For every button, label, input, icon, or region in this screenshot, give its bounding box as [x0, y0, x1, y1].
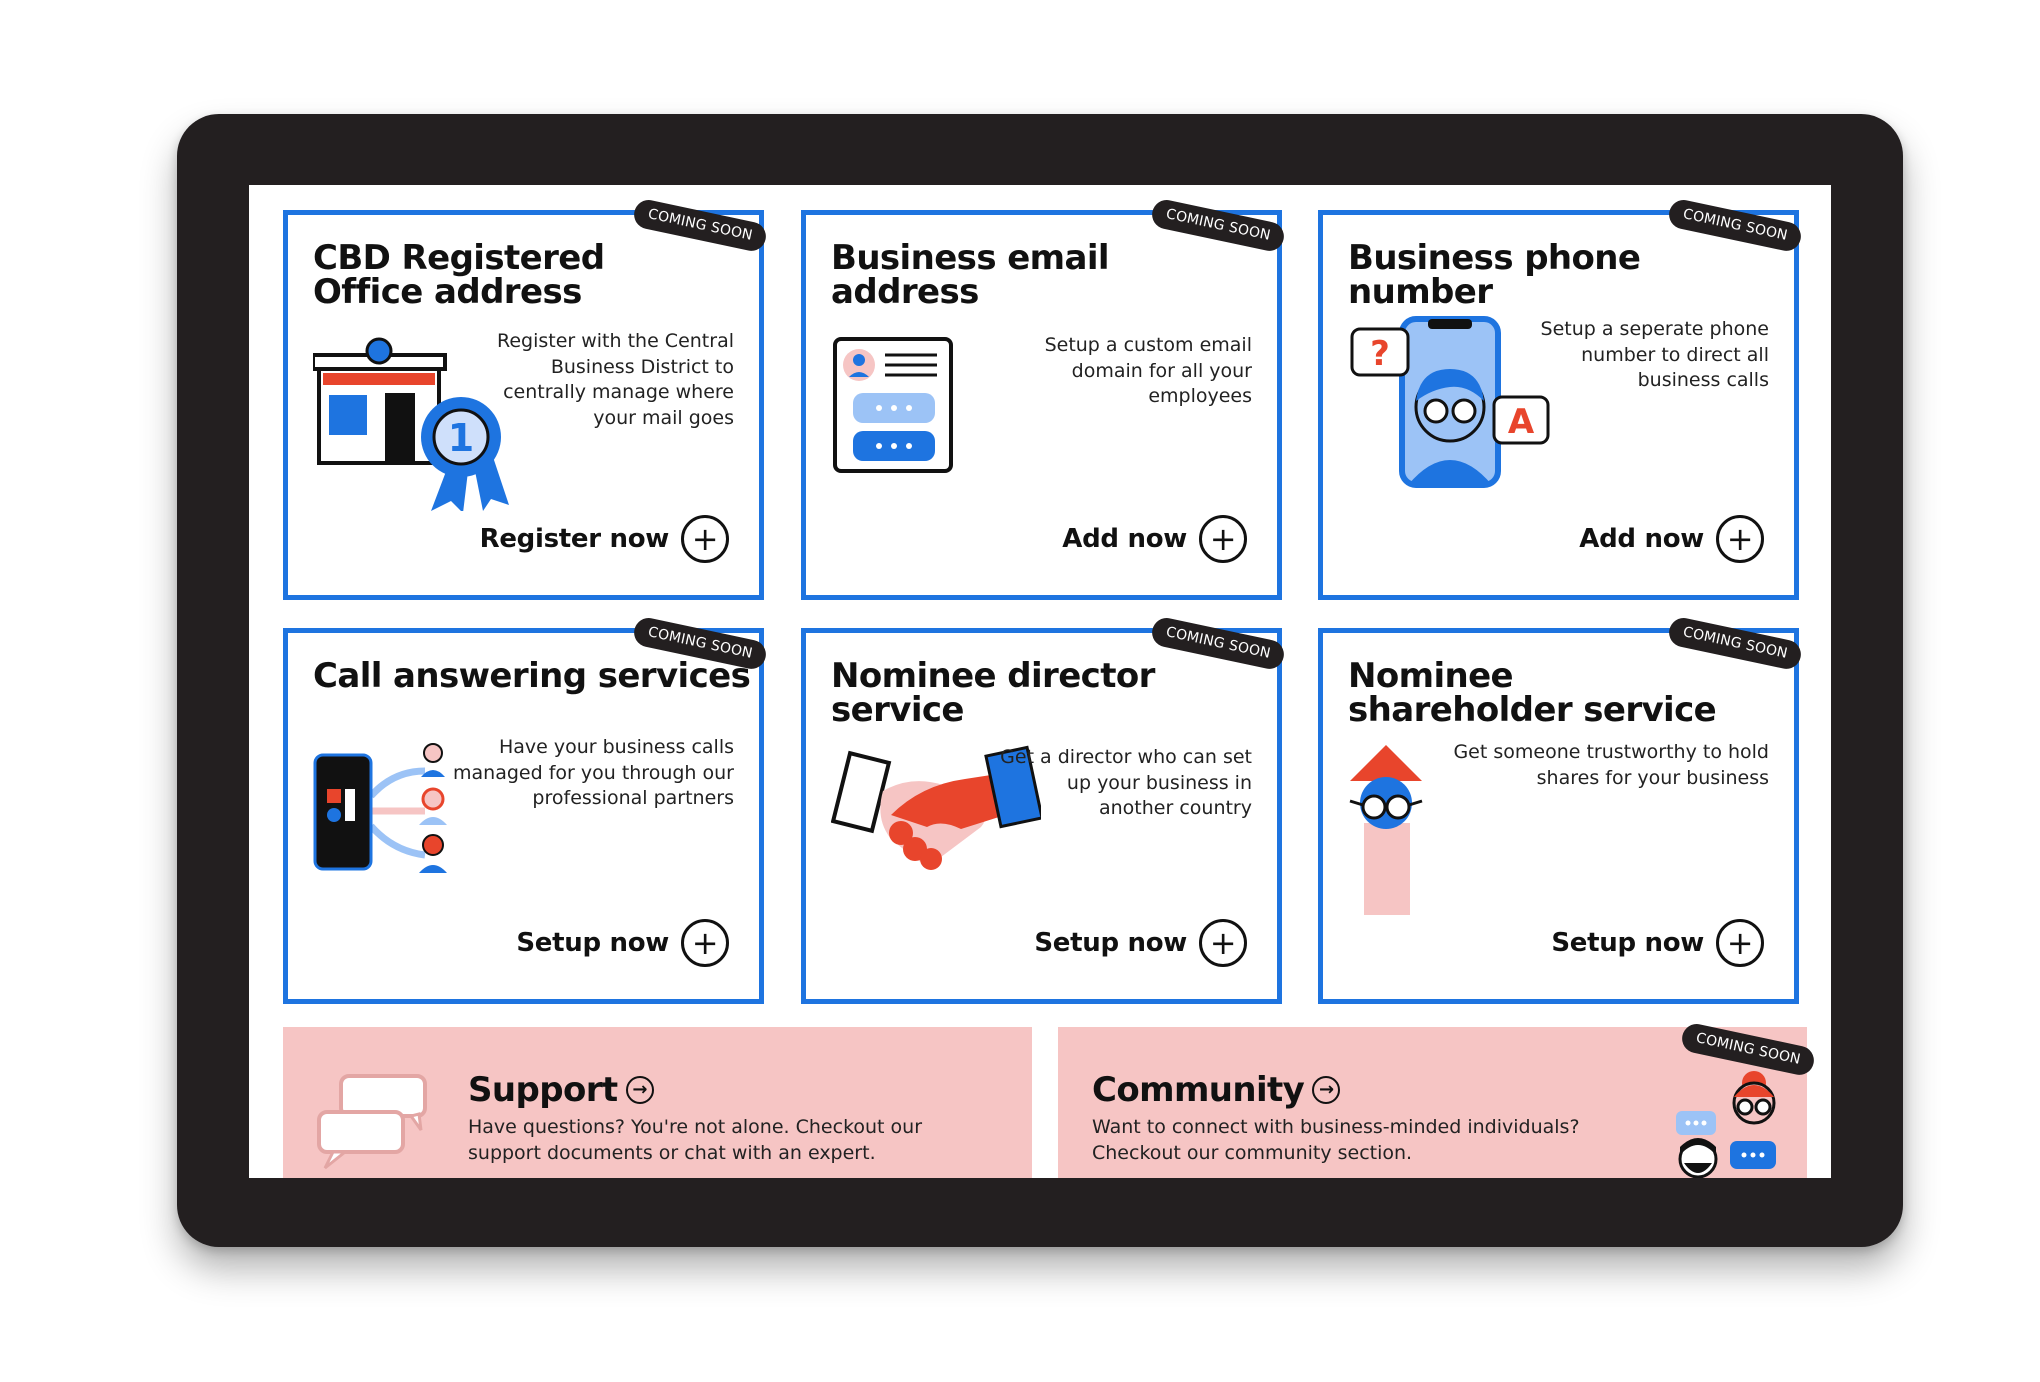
card-description: Setup a seperate phone number to direct …	[1540, 318, 1769, 391]
card-description: Setup a custom email domain for all your…	[1044, 334, 1252, 407]
promo-title-label: Community	[1092, 1070, 1305, 1110]
card-title: Business phone number	[1348, 238, 1641, 312]
card-description: Have your business calls managed for you…	[453, 736, 734, 809]
svg-text:?: ?	[1370, 334, 1390, 374]
support-link[interactable]: Support →	[468, 1070, 654, 1110]
cta-label: Add now	[1062, 524, 1187, 554]
call-routing-icon	[313, 743, 447, 873]
dashboard-screen: COMING SOON CBD Registered Office addres…	[249, 185, 1831, 1178]
add-email-button[interactable]: Add now +	[1062, 515, 1247, 563]
card-title: Call answering services	[313, 656, 751, 696]
card-cbd-registered-office[interactable]: COMING SOON CBD Registered Office addres…	[283, 197, 769, 600]
card-title: CBD Registered Office address	[313, 238, 605, 312]
arrow-right-circle-icon: →	[625, 1076, 654, 1104]
setup-call-answering-button[interactable]: Setup now +	[516, 919, 729, 967]
promo-title-label: Support	[468, 1070, 618, 1110]
email-card-icon	[833, 337, 953, 473]
shareholder-arrow-icon	[1349, 745, 1423, 915]
community-people-icon	[1676, 1071, 1776, 1178]
plus-icon: +	[681, 919, 729, 967]
add-phone-button[interactable]: Add now +	[1579, 515, 1764, 563]
card-business-email[interactable]: COMING SOON Business email address Setup…	[801, 197, 1287, 600]
svg-text:1: 1	[448, 416, 474, 460]
card-title: Business email address	[831, 238, 1110, 312]
setup-nominee-shareholder-button[interactable]: Setup now +	[1551, 919, 1764, 967]
plus-icon: +	[1199, 515, 1247, 563]
register-now-button[interactable]: Register now +	[480, 515, 729, 563]
promo-description: Want to connect with business-minded ind…	[1092, 1116, 1580, 1164]
card-nominee-shareholder[interactable]: COMING SOON Nominee shareholder service …	[1318, 615, 1804, 1004]
handshake-icon	[831, 745, 1041, 870]
plus-icon: +	[681, 515, 729, 563]
card-description: Get a director who can set up your busin…	[1000, 746, 1252, 819]
community-link[interactable]: Community →	[1092, 1070, 1341, 1110]
cta-label: Register now	[479, 524, 670, 554]
card-title: Nominee director service	[831, 656, 1155, 730]
support-panel[interactable]: Support → Have questions? You're not alo…	[283, 1027, 1032, 1178]
card-call-answering[interactable]: COMING SOON Call answering services Have…	[283, 615, 769, 1004]
community-panel[interactable]: COMING SOON Community → Want to connect …	[1058, 1021, 1817, 1178]
setup-nominee-director-button[interactable]: Setup now +	[1034, 919, 1247, 967]
plus-icon: +	[1716, 919, 1764, 967]
plus-icon: +	[1716, 515, 1764, 563]
phone-avatar-icon: ? A	[1350, 316, 1550, 488]
cta-label: Setup now	[1551, 928, 1704, 958]
chat-bubbles-icon	[317, 1074, 427, 1170]
cta-label: Setup now	[516, 928, 669, 958]
cta-label: Setup now	[1034, 928, 1187, 958]
cta-label: Add now	[1579, 524, 1704, 554]
storefront-ribbon-icon: 1	[313, 337, 509, 511]
arrow-right-circle-icon: →	[1312, 1076, 1341, 1104]
card-description: Get someone trustworthy to hold shares f…	[1453, 741, 1769, 789]
card-business-phone[interactable]: COMING SOON Business phone number ? A Se…	[1318, 197, 1804, 600]
card-description: Register with the Central Business Distr…	[496, 330, 734, 429]
svg-text:A: A	[1508, 402, 1535, 442]
promo-description: Have questions? You're not alone. Checko…	[468, 1116, 923, 1164]
card-nominee-director[interactable]: COMING SOON Nominee director service Get…	[801, 615, 1287, 1004]
plus-icon: +	[1199, 919, 1247, 967]
card-title: Nominee shareholder service	[1348, 656, 1717, 730]
